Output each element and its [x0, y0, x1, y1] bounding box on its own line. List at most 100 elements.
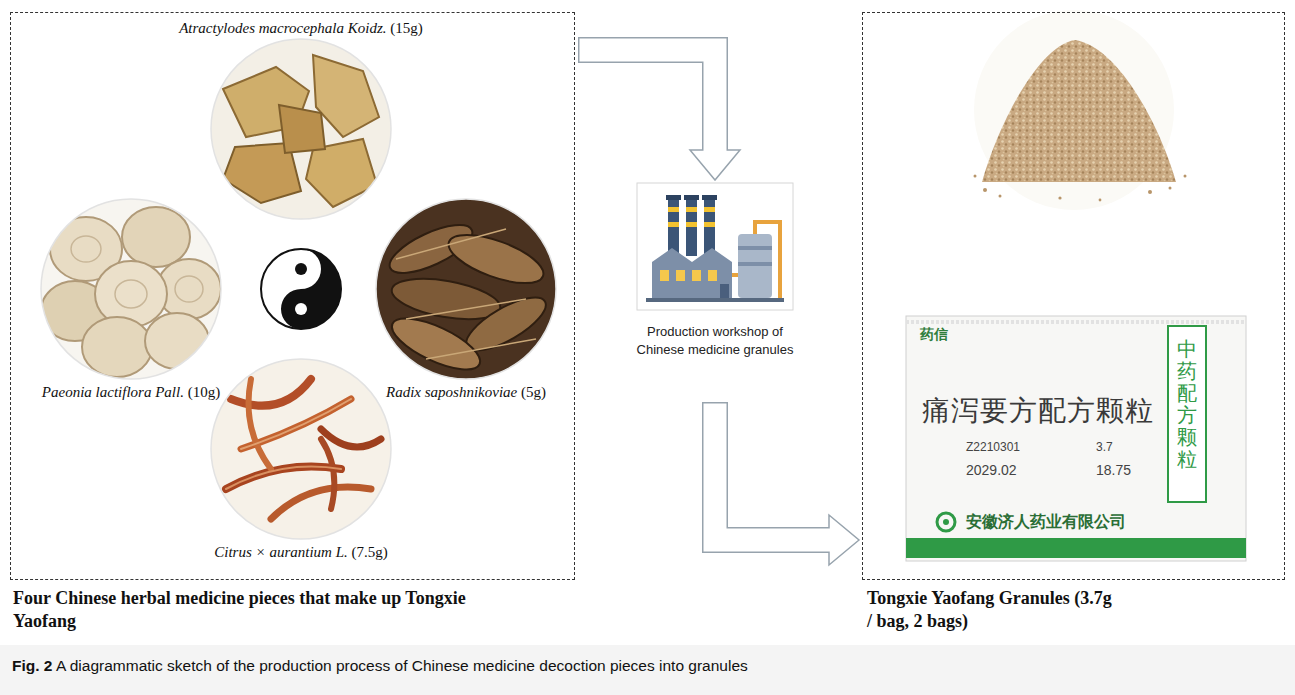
- yin-yang-symbol: [295, 303, 307, 315]
- granules-photo: [1099, 199, 1102, 202]
- granules-photo: [974, 10, 1187, 210]
- factory-icon: [668, 207, 679, 212]
- herb-photo: [41, 199, 221, 379]
- product-bag: 药信痛泻要方配方颗粒中药配方颗粒Z22103012029.023.718.75安…: [906, 316, 1246, 561]
- arrow-head: [829, 515, 859, 565]
- herb-item: Paeonia lactiflora Pall. (10g): [17, 199, 245, 405]
- dashed-group-box: Four Chinese herbal medicine pieces that…: [10, 12, 575, 580]
- granules-photo: [999, 195, 1002, 198]
- factory-icon: [692, 270, 701, 281]
- herb-photo: [249, 379, 272, 469]
- herb-photo: [122, 207, 190, 267]
- expiry-date: 2029.02: [966, 462, 1017, 478]
- granule-bag-photo: [937, 513, 955, 531]
- company-name: 安徽济人药业有限公司: [966, 512, 1126, 533]
- arrow-outline: [715, 402, 830, 540]
- herb-photo: [211, 39, 391, 219]
- herb-label: Citrus × aurantium L. (7.5g): [187, 543, 415, 561]
- group-heading: Four Chinese herbal medicine pieces that…: [13, 587, 483, 634]
- yin-yang-symbol: [261, 249, 341, 329]
- factory-icon: [676, 270, 685, 281]
- herb-item: Radix saposhnikoviae (5g): [357, 199, 575, 405]
- granules-photo: [982, 40, 1176, 182]
- herb-photo: [385, 308, 486, 379]
- factory-icon: [732, 222, 780, 298]
- herb-photo: [226, 467, 341, 490]
- herb-photo: [241, 399, 351, 449]
- granule-bag-photo: [943, 519, 949, 525]
- herb-photo: [41, 199, 221, 379]
- granules-photo: [1058, 196, 1061, 199]
- herb-photo: [396, 229, 536, 359]
- herb-photo: [41, 199, 221, 379]
- factory-icon: [668, 198, 679, 256]
- factory-icon: [704, 222, 715, 227]
- factory-icon: [652, 248, 732, 298]
- granules-photo: [974, 175, 977, 178]
- factory-icon: [720, 284, 729, 298]
- vertical-label: 中药配方颗粒: [1177, 338, 1197, 470]
- herb-photo: [321, 429, 381, 447]
- factory-icon: [738, 234, 772, 298]
- yin-yang-symbol: [295, 263, 307, 275]
- figure-caption: Fig. 2 A diagrammatic sketch of the prod…: [12, 656, 748, 676]
- factory-icon: [704, 207, 715, 212]
- herb-photo: [376, 199, 556, 379]
- caption-band: [0, 645, 1295, 695]
- herb-photo: [226, 379, 381, 519]
- process-label: Production workshop of Chinese medicine …: [627, 323, 803, 358]
- factory-icon: [646, 298, 784, 302]
- herb-photo: [211, 359, 391, 539]
- factory-icon: [660, 270, 669, 281]
- batch-number: Z2210301: [966, 440, 1020, 454]
- brand-mark: 药信: [920, 326, 948, 344]
- hollow-flow-arrow: [715, 402, 859, 565]
- herb-item: Atractylodes macrocephala Koidz. (15g): [137, 17, 465, 221]
- granule-bag-photo: [906, 538, 1246, 558]
- herb-photo: [376, 199, 556, 380]
- factory-icon: [708, 270, 717, 281]
- herb-photo: [321, 439, 334, 509]
- factory-icon: [686, 222, 697, 227]
- herb-photo: [226, 467, 341, 490]
- herb-photo: [71, 236, 101, 262]
- net-weight: 3.7: [1096, 440, 1113, 454]
- yin-yang-symbol: [281, 249, 341, 329]
- factory-icon: [704, 198, 715, 256]
- factory-icon: [637, 183, 793, 310]
- herb-photo: [211, 39, 391, 219]
- factory-icon: [686, 198, 697, 256]
- arrow-fill: [580, 50, 716, 152]
- granules-photo: [983, 188, 987, 192]
- herb-photo: [82, 317, 152, 377]
- factory-icon: [684, 195, 699, 200]
- herb-photo: [95, 261, 167, 327]
- herb-photo: [211, 359, 391, 539]
- herb-photo: [175, 276, 203, 302]
- granules-photo: [1148, 190, 1152, 194]
- granule-bag-photo: [1168, 326, 1206, 502]
- granule-bag-photo: [906, 316, 1246, 561]
- factory-icon: [666, 195, 681, 200]
- granule-bag-photo: [906, 322, 1246, 555]
- yin-yang-symbol: [261, 249, 341, 329]
- herb-photo: [211, 39, 391, 219]
- herb-photo: [231, 379, 311, 406]
- arrow-outline: [578, 50, 715, 151]
- factory-icon: [637, 183, 793, 310]
- herb-photo: [115, 280, 147, 308]
- dashed-group-box: Tongxie Yaofang Granules (3.7g / bag, 2 …: [862, 12, 1285, 580]
- arrow-head: [690, 150, 740, 180]
- hollow-flow-arrow: [578, 50, 740, 180]
- factory-icon: [738, 246, 772, 250]
- herb-photo: [211, 39, 391, 219]
- herb-photo: [41, 199, 221, 379]
- herb-label: Paeonia lactiflora Pall. (10g): [17, 383, 245, 401]
- factory-icon: [686, 207, 697, 212]
- group-heading: Tongxie Yaofang Granules (3.7g / bag, 2 …: [867, 587, 1117, 634]
- herb-label: Radix saposhnikoviae (5g): [357, 383, 575, 401]
- herb-photo: [145, 313, 209, 369]
- granule-bag-photo: [906, 316, 1246, 561]
